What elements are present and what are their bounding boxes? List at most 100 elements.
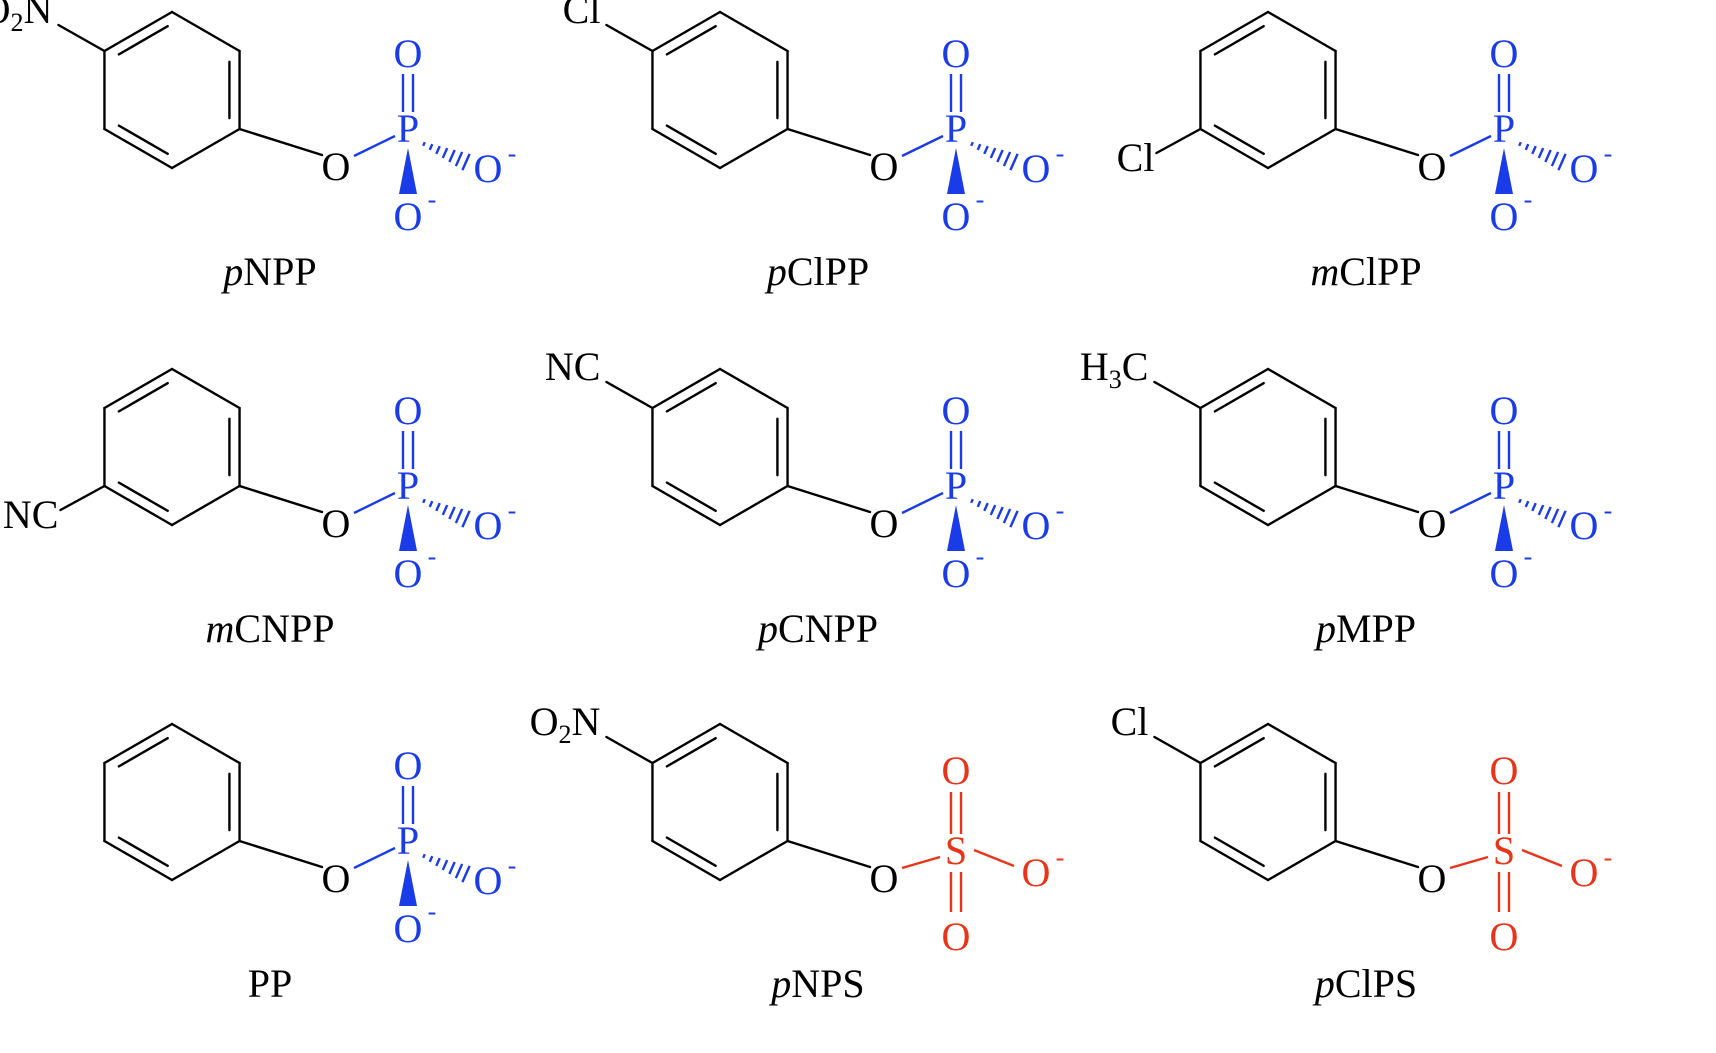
label-tail: N bbox=[24, 0, 53, 32]
charge-sign: - bbox=[1056, 843, 1065, 872]
ring-to-oxygen-bond bbox=[1334, 127, 1420, 157]
hashed-bond bbox=[996, 149, 1004, 163]
caption-prefix: p bbox=[768, 961, 791, 1006]
ring-bond bbox=[103, 10, 174, 53]
ring-bond bbox=[718, 722, 789, 765]
charge-sign: - bbox=[1056, 496, 1065, 525]
subscript: 2 bbox=[11, 8, 24, 37]
compound-caption: pClPP bbox=[764, 249, 869, 294]
charge-sign: - bbox=[1604, 843, 1613, 872]
hashed-bond bbox=[1524, 500, 1530, 508]
phosphate-oxygen-bottom: O bbox=[394, 551, 423, 596]
hashed-bond bbox=[1002, 151, 1012, 167]
ring-bond bbox=[651, 10, 722, 53]
o-p-bond bbox=[1449, 491, 1492, 515]
phosphorus-atom: P bbox=[945, 106, 967, 151]
ring-to-oxygen-bond bbox=[786, 127, 872, 157]
hashed-bond bbox=[1009, 153, 1019, 171]
ring-bond bbox=[651, 484, 722, 527]
ester-oxygen: O bbox=[870, 144, 899, 189]
phosphoryl-oxygen: O bbox=[1490, 31, 1519, 76]
wedge-bond bbox=[947, 505, 965, 551]
phosphorus-atom: P bbox=[945, 463, 967, 508]
subscript: 2 bbox=[559, 720, 572, 749]
hashed-bond bbox=[983, 502, 989, 512]
substituent-label: O2N bbox=[530, 699, 601, 749]
ring-bond bbox=[170, 127, 241, 170]
ring-double-bond bbox=[665, 381, 717, 413]
hashed-bond bbox=[454, 863, 464, 879]
hashed-bond bbox=[461, 153, 471, 171]
ring-double-bond bbox=[1213, 124, 1265, 156]
ring-double-bond bbox=[1213, 836, 1265, 868]
hashed-bond bbox=[428, 143, 434, 151]
subscript: 3 bbox=[1109, 365, 1122, 394]
hashed-bond bbox=[976, 500, 982, 508]
o-p-bond bbox=[353, 846, 396, 870]
ring-to-oxygen-bond bbox=[786, 484, 872, 514]
ring-to-oxygen-bond bbox=[238, 127, 324, 157]
ring-bond bbox=[103, 722, 174, 765]
caption-name: PP bbox=[248, 961, 293, 1006]
ring-double-bond bbox=[117, 381, 169, 413]
ring-bond bbox=[103, 839, 174, 882]
hashed-bond bbox=[1544, 149, 1552, 163]
caption-name: ClPS bbox=[1335, 961, 1417, 1006]
caption-name: ClPP bbox=[787, 249, 869, 294]
substituent-bond bbox=[1153, 735, 1202, 765]
charge-sign: - bbox=[428, 897, 437, 926]
phosphoryl-oxygen: O bbox=[1490, 388, 1519, 433]
o-s-bond bbox=[901, 855, 941, 870]
wedge-bond bbox=[399, 148, 417, 194]
phosphate-oxygen-bottom: O bbox=[1490, 551, 1519, 596]
charge-sign: - bbox=[428, 542, 437, 571]
hashed-bond bbox=[1518, 498, 1522, 504]
substituent-label: Cl bbox=[1117, 135, 1155, 180]
ring-bond bbox=[718, 127, 789, 170]
hashed-bond bbox=[983, 145, 989, 155]
wedge-bond bbox=[947, 148, 965, 194]
substituent-label: Cl bbox=[1111, 699, 1149, 744]
sulfate-oxygen-right: O bbox=[1022, 850, 1051, 895]
hashed-bond bbox=[1531, 502, 1537, 512]
o-p-bond bbox=[353, 134, 396, 158]
ring-bond bbox=[1199, 722, 1270, 765]
hashed-bond bbox=[448, 861, 456, 875]
ring-bond bbox=[718, 367, 789, 410]
charge-sign: - bbox=[508, 496, 517, 525]
ester-oxygen: O bbox=[322, 501, 351, 546]
hashed-bond bbox=[970, 498, 974, 504]
ring-to-oxygen-bond bbox=[238, 484, 324, 514]
phosphate-oxygen-bottom: O bbox=[394, 194, 423, 239]
charge-sign: - bbox=[1524, 185, 1533, 214]
substituent-label: H3C bbox=[1080, 344, 1149, 394]
substituent-label: Cl bbox=[563, 0, 601, 32]
charge-sign: - bbox=[1056, 139, 1065, 168]
phosphoryl-oxygen: O bbox=[942, 388, 971, 433]
ring-double-bond bbox=[117, 124, 169, 156]
substituent-label: O2N bbox=[0, 0, 52, 37]
substituent-bond bbox=[1153, 380, 1202, 410]
hashed-bond bbox=[1518, 141, 1522, 147]
ring-bond bbox=[1199, 484, 1270, 527]
phosphate-oxygen-bottom: O bbox=[942, 551, 971, 596]
phosphoryl-oxygen: O bbox=[942, 31, 971, 76]
charge-sign: - bbox=[976, 542, 985, 571]
compound-caption: pCNPP bbox=[755, 606, 878, 651]
ring-bond bbox=[103, 127, 174, 170]
hashed-bond bbox=[1009, 510, 1019, 528]
o-p-bond bbox=[353, 491, 396, 515]
substituent-bond bbox=[59, 484, 106, 512]
hashed-bond bbox=[1537, 147, 1545, 159]
charge-sign: - bbox=[1604, 496, 1613, 525]
ring-double-bond bbox=[1213, 481, 1265, 513]
phosphate-oxygen-right: O bbox=[474, 858, 503, 903]
substituent-bond bbox=[605, 735, 654, 765]
hashed-bond bbox=[1002, 508, 1012, 524]
ring-bond bbox=[103, 367, 174, 410]
ring-double-bond bbox=[117, 736, 169, 768]
phosphate-oxygen-bottom: O bbox=[1490, 194, 1519, 239]
